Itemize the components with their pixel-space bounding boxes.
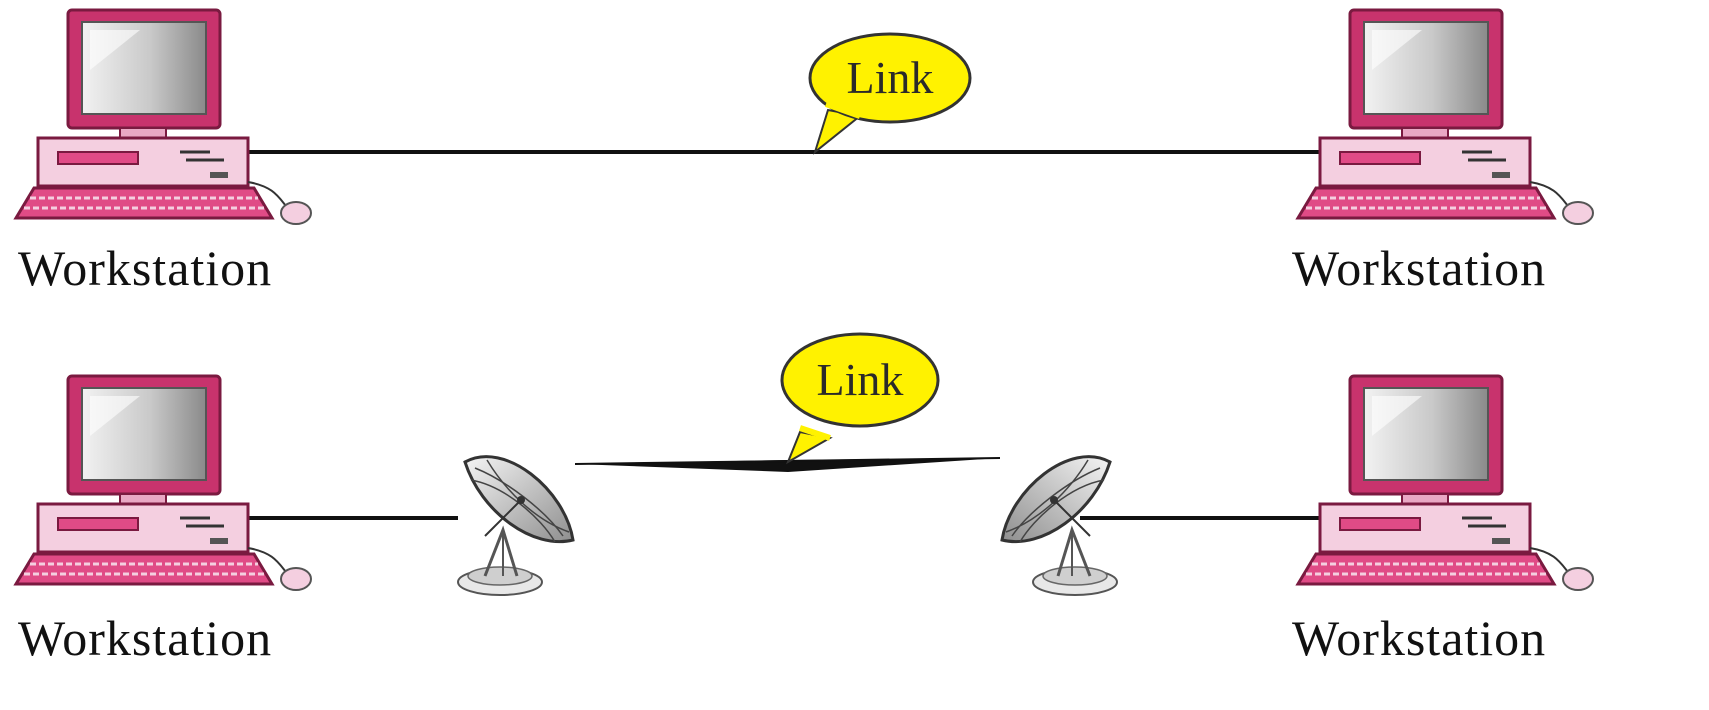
wireless-beam bbox=[574, 457, 1001, 472]
desktop-computer-icon bbox=[1296, 374, 1595, 592]
bottom-left-antenna bbox=[456, 455, 575, 597]
desktop-computer-icon bbox=[1296, 8, 1595, 226]
top-link-callout: Link bbox=[808, 32, 972, 155]
desktop-computer-icon bbox=[14, 374, 313, 592]
bottom-link-callout: Link bbox=[780, 332, 940, 465]
bottom-right-workstation-label: Workstation bbox=[1292, 610, 1546, 666]
bottom-left-workstation-label: Workstation bbox=[18, 610, 272, 666]
top-left-workstation: Workstation bbox=[14, 8, 313, 296]
satellite-dish-icon bbox=[456, 455, 575, 597]
top-right-workstation: Workstation bbox=[1292, 8, 1595, 296]
satellite-dish-icon bbox=[1000, 455, 1119, 597]
top-link-label: Link bbox=[847, 52, 934, 103]
top-right-workstation-label: Workstation bbox=[1292, 240, 1546, 296]
bottom-link-row: Link Workstation Workstation bbox=[14, 332, 1595, 666]
bottom-link-label: Link bbox=[817, 354, 904, 405]
bottom-left-workstation: Workstation bbox=[14, 374, 313, 666]
bottom-right-antenna bbox=[1000, 455, 1119, 597]
bottom-right-workstation: Workstation bbox=[1292, 374, 1595, 666]
desktop-computer-icon bbox=[14, 8, 313, 226]
top-left-workstation-label: Workstation bbox=[18, 240, 272, 296]
top-link-row: Link Workstation Workstation bbox=[14, 8, 1595, 296]
